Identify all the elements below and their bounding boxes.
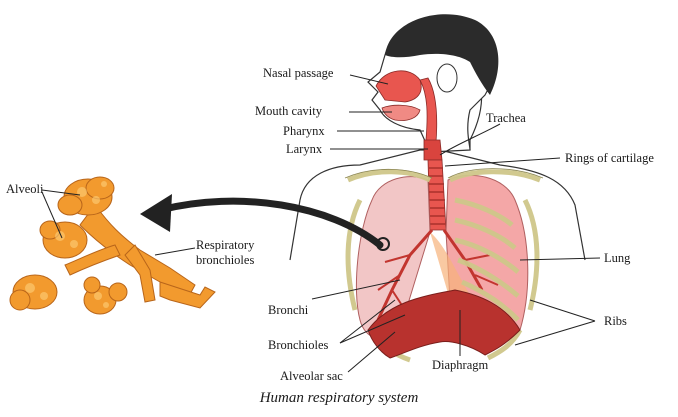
label-alveolar-sac: Alveolar sac — [280, 369, 343, 383]
label-diaphragm: Diaphragm — [432, 358, 489, 372]
label-larynx: Larynx — [286, 142, 323, 156]
hair — [385, 14, 499, 95]
label-mouth-cavity: Mouth cavity — [255, 104, 323, 118]
bronchi-tree — [376, 229, 499, 321]
label-bronchioles: Bronchioles — [268, 338, 329, 352]
upper-airway — [375, 70, 443, 161]
label-lung: Lung — [604, 251, 631, 265]
diaphragm — [367, 289, 521, 359]
leader-lines — [41, 74, 601, 373]
zoom-origin-marker — [376, 237, 390, 251]
ear — [436, 63, 458, 93]
alveoli-texture — [25, 181, 109, 308]
figure-caption: Human respiratory system — [259, 390, 419, 406]
alveoli-cluster — [9, 176, 216, 315]
label-rings-of-cartilage: Rings of cartilage — [565, 151, 654, 165]
label-respiratory-bronchioles-line1: Respiratory — [196, 238, 255, 252]
trachea — [427, 159, 447, 231]
label-bronchi: Bronchi — [268, 303, 309, 317]
label-respiratory-bronchioles-line2: bronchioles — [196, 253, 255, 267]
label-alveoli: Alveoli — [6, 182, 44, 196]
label-trachea: Trachea — [486, 111, 526, 125]
label-pharynx: Pharynx — [283, 124, 325, 138]
ribs-outline — [344, 168, 544, 179]
zoom-arrow — [140, 194, 384, 249]
label-ribs: Ribs — [604, 314, 627, 328]
label-nasal-passage: Nasal passage — [263, 66, 334, 80]
